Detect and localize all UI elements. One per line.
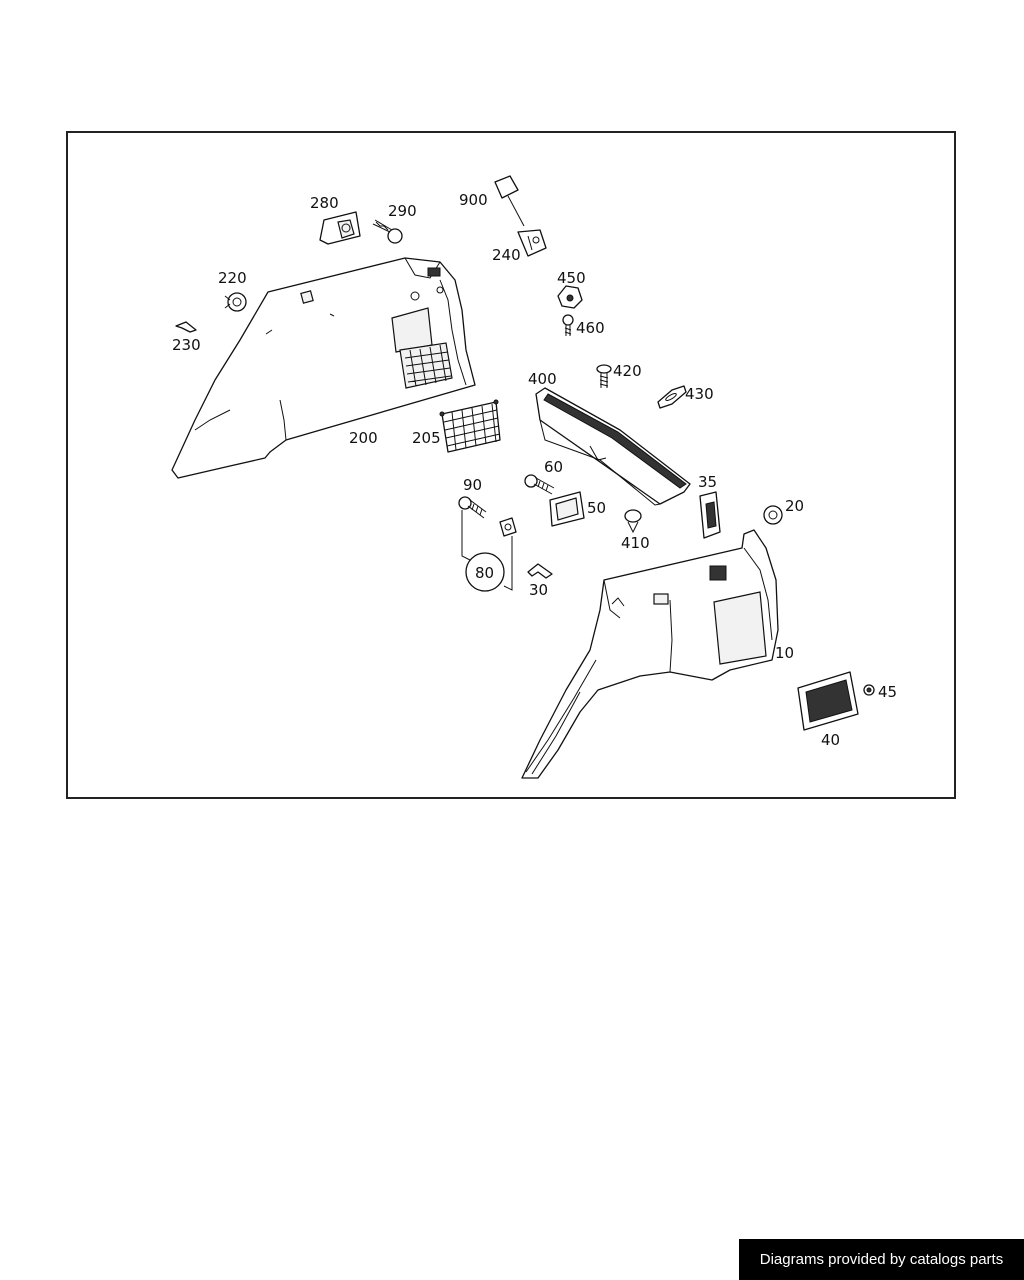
part-900-tag[interactable] (494, 175, 525, 227)
label-420: 420 (613, 362, 642, 380)
label-20: 20 (785, 497, 804, 515)
label-230: 230 (172, 336, 201, 354)
label-460: 460 (576, 319, 605, 337)
label-40: 40 (821, 731, 840, 749)
label-900: 900 (459, 191, 488, 209)
label-280: 280 (310, 194, 339, 212)
label-45: 45 (878, 683, 897, 701)
part-205-cargo-net[interactable] (439, 399, 501, 453)
part-410-clip[interactable] (624, 509, 642, 534)
part-90-bolt[interactable] (458, 496, 487, 519)
label-205: 205 (412, 429, 441, 447)
label-35: 35 (698, 473, 717, 491)
part-80-nut[interactable] (499, 517, 517, 537)
label-240: 240 (492, 246, 521, 264)
part-35-hook[interactable] (699, 491, 721, 539)
label-10: 10 (775, 644, 794, 662)
part-20-clip[interactable] (763, 505, 783, 525)
part-80-callout (461, 510, 513, 592)
label-60: 60 (544, 458, 563, 476)
label-80: 80 (475, 564, 494, 582)
label-410: 410 (621, 534, 650, 552)
label-30: 30 (529, 581, 548, 599)
part-50-bracket[interactable] (549, 491, 585, 527)
label-450: 450 (557, 269, 586, 287)
label-200: 200 (349, 429, 378, 447)
footer-credit-banner: Diagrams provided by catalogs parts (739, 1239, 1024, 1280)
label-220: 220 (218, 269, 247, 287)
part-460-bolt[interactable] (562, 314, 574, 336)
label-430: 430 (685, 385, 714, 403)
part-240-socket[interactable] (517, 229, 547, 257)
part-430-grommet[interactable] (657, 385, 687, 409)
part-30-clip[interactable] (527, 563, 553, 579)
label-50: 50 (587, 499, 606, 517)
part-45-nut[interactable] (863, 684, 875, 696)
part-40-grille[interactable] (797, 671, 859, 731)
part-230-clip[interactable] (175, 321, 197, 333)
part-10-right-trim-panel[interactable] (521, 529, 779, 779)
part-280-cover[interactable] (319, 211, 361, 245)
label-400: 400 (528, 370, 557, 388)
part-420-screw[interactable] (596, 364, 612, 388)
part-450-nut[interactable] (557, 285, 583, 309)
label-290: 290 (388, 202, 417, 220)
part-net-inner (399, 342, 453, 389)
part-60-bolt[interactable] (524, 474, 555, 495)
part-400-sill-trim[interactable] (535, 387, 691, 506)
label-90: 90 (463, 476, 482, 494)
part-290-screw[interactable] (372, 219, 403, 244)
part-220-clip[interactable] (224, 292, 247, 312)
